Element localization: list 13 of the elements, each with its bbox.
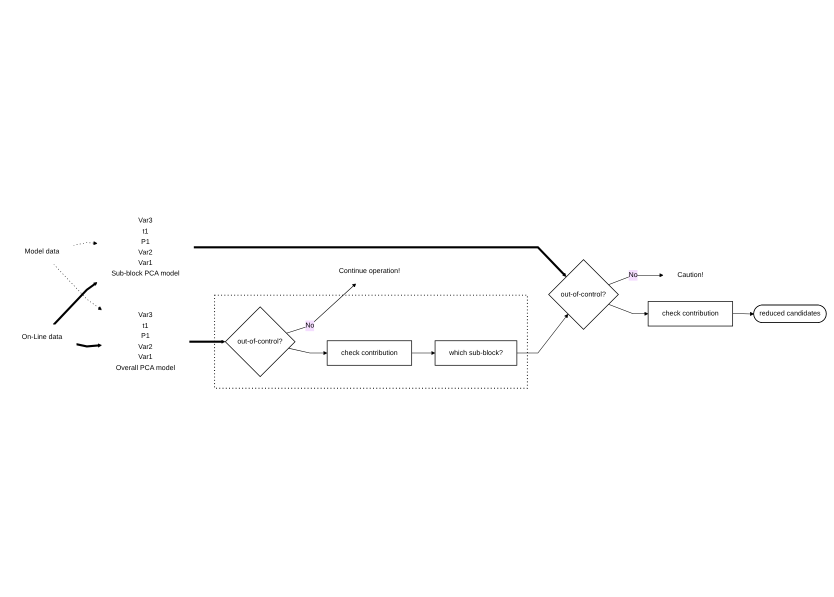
arrow [608,304,648,316]
arrow [76,343,102,348]
arrow [288,348,328,356]
arrow [286,283,356,334]
arrow [189,340,226,344]
arrow [52,282,98,326]
arrow [53,264,102,310]
arrow [516,314,568,354]
arrow [732,312,754,316]
arrow [608,273,664,286]
arrow [194,246,566,277]
arrow [411,350,436,356]
arrow [73,241,98,246]
